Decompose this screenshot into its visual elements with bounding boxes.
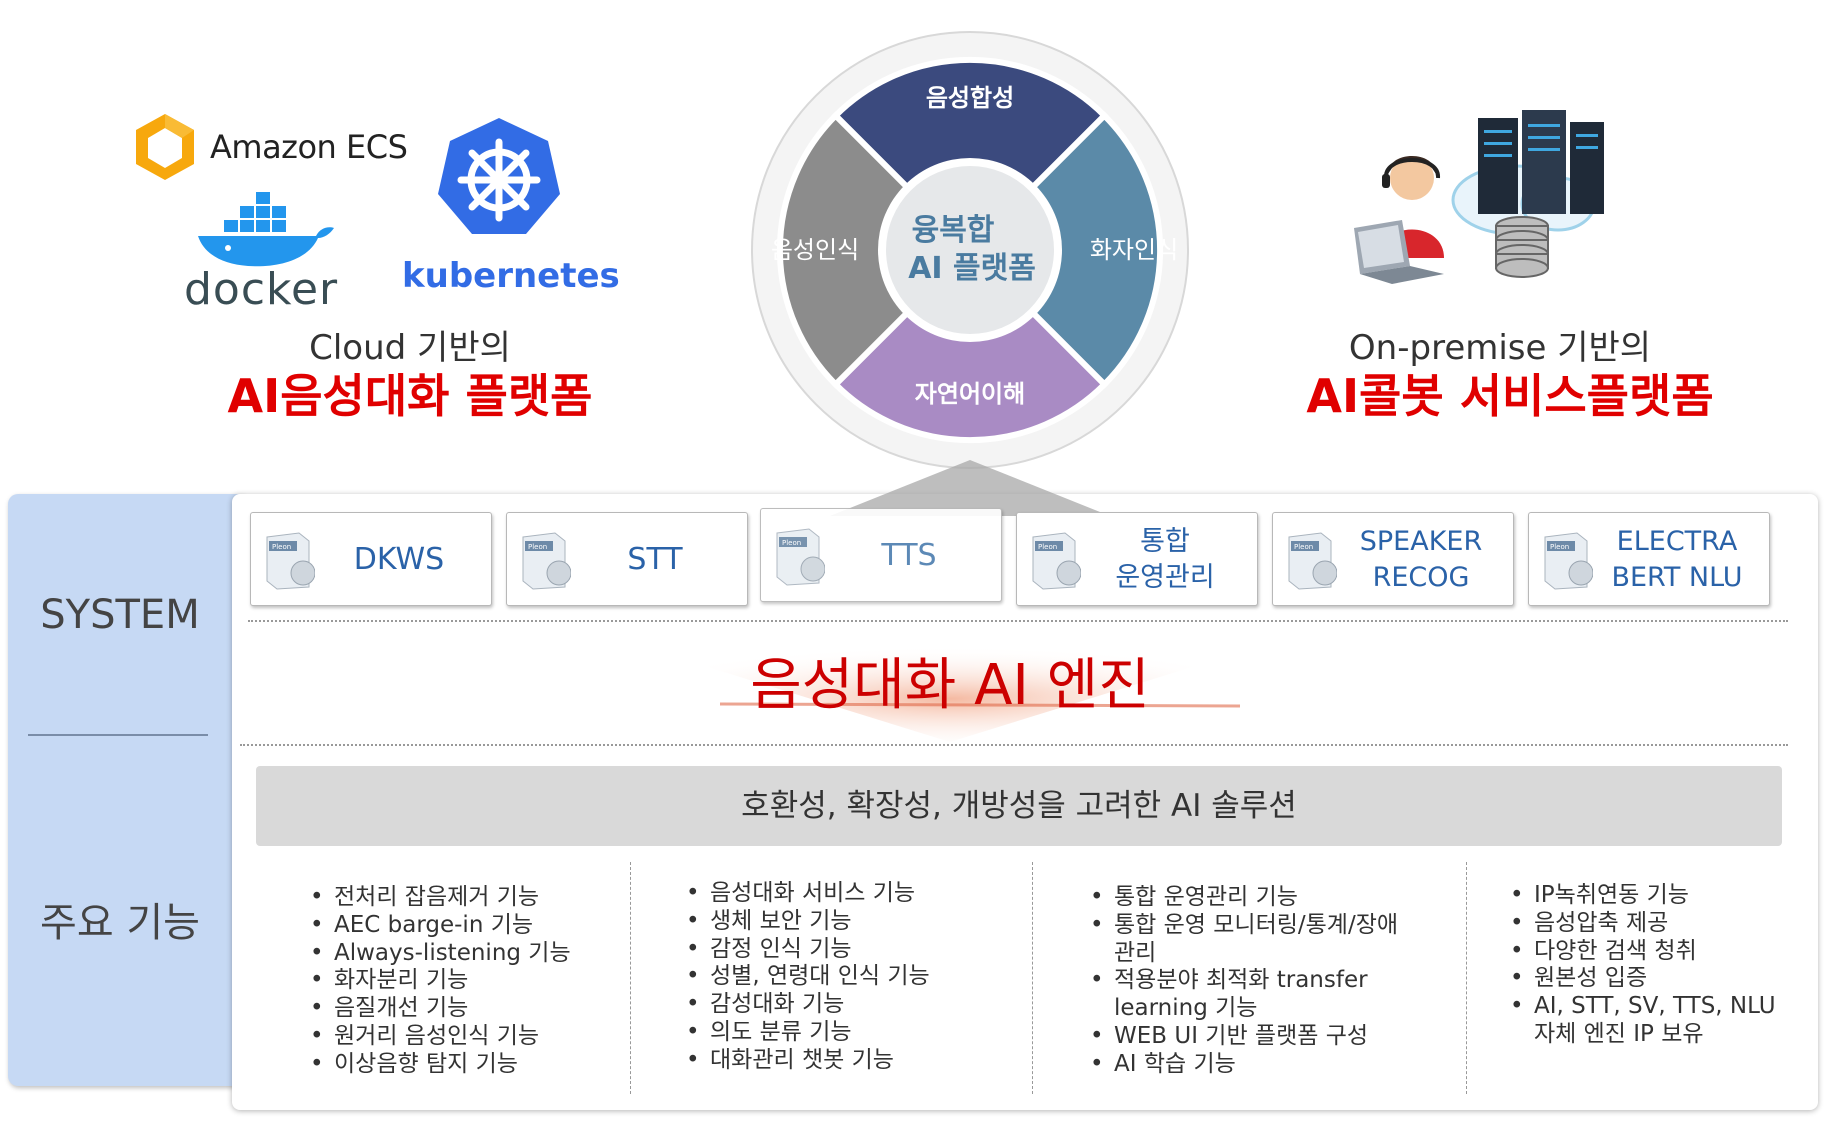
column-separator [1466, 862, 1467, 1094]
list-item: AEC barge-in 기능 [310, 912, 571, 940]
module-line1: 통합 [1140, 526, 1190, 557]
list-item: 감정 인식 기능 [686, 936, 930, 964]
wheel-center-line2: AI 플랫폼 [908, 251, 1036, 286]
module-line1: SPEAKER [1359, 526, 1483, 557]
wheel-segment-top [831, 56, 1109, 255]
module-line1: STT [627, 542, 683, 577]
module-line1: DKWS [353, 542, 445, 577]
column-separator [1032, 862, 1033, 1094]
list-item: 화자분리 기능 [310, 967, 571, 995]
list-item: 감성대화 기능 [686, 991, 930, 1019]
list-item: 음성대화 서비스 기능 [686, 880, 930, 908]
list-item: Always-listening 기능 [310, 940, 571, 968]
system-side-band [8, 494, 248, 1086]
module-line1: ELECTRA [1616, 526, 1738, 557]
column-separator [630, 862, 631, 1094]
svg-text:Pleon: Pleon [272, 543, 291, 551]
list-item: 생체 보안 기능 [686, 908, 930, 936]
software-box-icon: Pleon [776, 528, 825, 586]
list-item: 이상음향 탐지 기능 [310, 1051, 571, 1079]
kubernetes-logo-icon [438, 118, 560, 234]
list-item-continuation: learning 기능 [1114, 995, 1258, 1022]
list-item: IP녹취연동 기능 [1510, 882, 1776, 910]
wheel-connector-funnel [830, 460, 1110, 516]
list-item: 적용분야 최적화 transfer [1090, 967, 1398, 995]
list-item-continuation: 관리 [1114, 939, 1157, 966]
feature-list-preprocessing: 전처리 잡음제거 기능 AEC barge-in 기능 Always-liste… [310, 884, 571, 1079]
software-box-icon: Pleon [522, 532, 571, 590]
list-item: 음질개선 기능 [310, 995, 571, 1023]
module-integrated-ops: Pleon 통합 운영관리 [1016, 512, 1258, 606]
wheel-segment-right [965, 111, 1164, 389]
software-box-icon: Pleon [266, 532, 315, 590]
engine-title: 음성대화 AI 엔진 [750, 653, 1150, 718]
list-item: 성별, 연령대 인식 기능 [686, 963, 930, 991]
onprem-title: AI콜봇 서비스플랫폼 [1306, 369, 1714, 423]
list-item: WEB UI 기반 플랫폼 구성 [1090, 1023, 1398, 1051]
wheel-segment-bottom [831, 245, 1109, 444]
svg-text:Pleon: Pleon [1550, 543, 1569, 551]
module-tts: Pleon TTS [760, 508, 1002, 602]
amazon-ecs-label: Amazon ECS [210, 128, 408, 166]
list-item: 통합 운영관리 기능 [1090, 884, 1398, 912]
list-item: 대화관리 챗봇 기능 [686, 1047, 930, 1075]
list-item: 원본성 입증 [1510, 965, 1776, 993]
list-item: 원거리 음성인식 기능 [310, 1023, 571, 1051]
cloud-subtitle: Cloud 기반의 [309, 328, 511, 368]
module-stt: Pleon STT [506, 512, 748, 606]
engine-arrow-glow [640, 646, 1260, 742]
module-speaker-recog: Pleon SPEAKER RECOG [1272, 512, 1514, 606]
docker-label: docker [184, 264, 339, 315]
module-dkws: Pleon DKWS [250, 512, 492, 606]
wheel-segment-left [776, 111, 975, 389]
solution-bar [256, 766, 1782, 846]
list-item: 다양한 검색 청취 [1510, 938, 1776, 966]
module-line1: TTS [881, 538, 937, 573]
dotted-divider-bottom [240, 744, 1788, 746]
wheel-label-bottom: 자연어이해 [915, 380, 1025, 408]
list-item: 통합 운영 모니터링/통계/장애 [1090, 912, 1398, 940]
svg-text:Pleon: Pleon [1038, 543, 1057, 551]
module-line2: 운영관리 [1115, 562, 1215, 593]
list-item-continuation: 자체 엔진 IP 보유 [1534, 1020, 1704, 1047]
docker-whale-icon [198, 192, 334, 267]
callcenter-server-icon [1354, 110, 1604, 284]
wheel-label-top: 음성합성 [926, 84, 1014, 112]
feature-list-recording: IP녹취연동 기능 음성압축 제공 다양한 검색 청취 원본성 입증 AI, S… [1510, 882, 1776, 1049]
list-item: AI, STT, SV, TTS, NLU [1510, 993, 1776, 1021]
dotted-divider-top [248, 620, 1788, 622]
wheel-label-right: 화자인식 [1090, 236, 1178, 264]
list-item: 전처리 잡음제거 기능 [310, 884, 571, 912]
module-electra-nlu: Pleon ELECTRA BERT NLU [1528, 512, 1770, 606]
list-item: 음성압축 제공 [1510, 910, 1776, 938]
onprem-subtitle: On-premise 기반의 [1348, 328, 1652, 368]
amazon-ecs-logo-icon [136, 114, 194, 180]
wheel-center-line1: 융복합 [912, 213, 995, 248]
module-line2: RECOG [1372, 562, 1470, 593]
software-box-icon: Pleon [1544, 532, 1593, 590]
feature-list-operations: 통합 운영관리 기능 통합 운영 모니터링/통계/장애 관리 적용분야 최적화 … [1090, 884, 1398, 1079]
feature-list-dialog: 음성대화 서비스 기능 생체 보안 기능 감정 인식 기능 성별, 연령대 인식… [686, 880, 930, 1075]
list-item: 의도 분류 기능 [686, 1019, 930, 1047]
ai-platform-wheel: 음성합성 자연어이해 음성인식 화자인식 융복합 AI 플랫폼 [751, 31, 1189, 469]
module-line2: BERT NLU [1611, 562, 1743, 593]
list-item: AI 학습 기능 [1090, 1051, 1398, 1079]
solution-text: 호환성, 확장성, 개방성을 고려한 AI 솔루션 [741, 788, 1297, 824]
band-divider [28, 734, 208, 736]
software-box-icon: Pleon [1288, 532, 1337, 590]
svg-text:Pleon: Pleon [1294, 543, 1313, 551]
system-label: SYSTEM [40, 592, 200, 638]
software-box-icon: Pleon [1032, 532, 1081, 590]
features-label: 주요 기능 [40, 900, 200, 946]
svg-text:Pleon: Pleon [528, 543, 547, 551]
svg-text:Pleon: Pleon [782, 539, 801, 547]
wheel-label-left: 음성인식 [771, 236, 859, 264]
kubernetes-label: kubernetes [402, 256, 620, 296]
cloud-title: AI음성대화 플랫폼 [227, 369, 593, 423]
